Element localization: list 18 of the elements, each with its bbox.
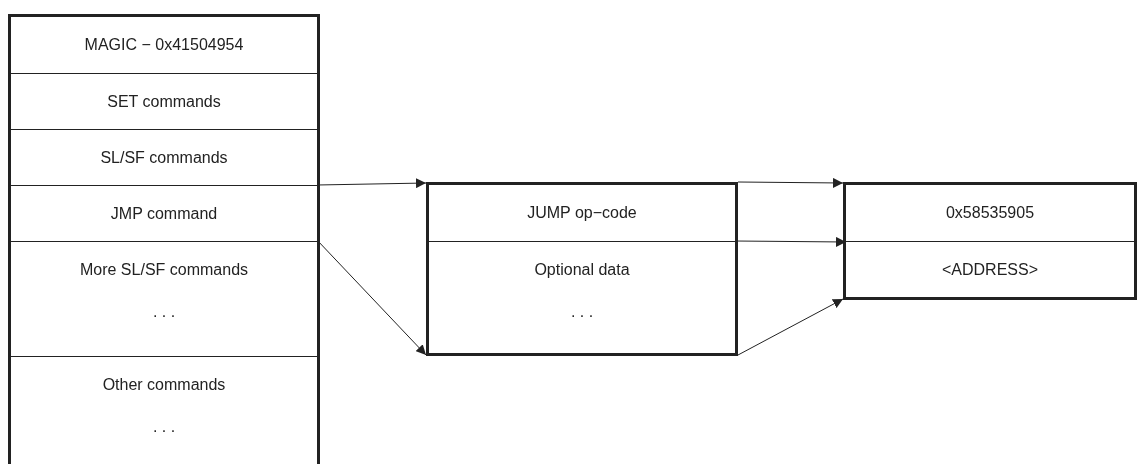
cell-label: MAGIC − 0x41504954 (83, 35, 245, 55)
ellipsis-text: . . . (151, 417, 177, 437)
memory-block (8, 14, 320, 464)
cell-label: 0x58535905 (944, 203, 1036, 223)
arrow (737, 177, 844, 188)
cell-label: SET commands (106, 92, 222, 112)
cell-label: Optional data (533, 260, 631, 280)
arrow (737, 298, 844, 356)
memory-block (426, 182, 738, 356)
cell-label: <ADDRESS> (940, 260, 1039, 280)
ellipsis-text: . . . (569, 302, 595, 322)
cell-label: More SL/SF commands (78, 260, 250, 280)
cell-label: JUMP op−code (526, 203, 638, 223)
ellipsis-text: . . . (151, 302, 177, 322)
cell-label: Other commands (101, 375, 227, 395)
cell-label: SL/SF commands (99, 148, 229, 168)
cell-label: JMP command (109, 204, 219, 224)
memory-block (843, 182, 1137, 300)
